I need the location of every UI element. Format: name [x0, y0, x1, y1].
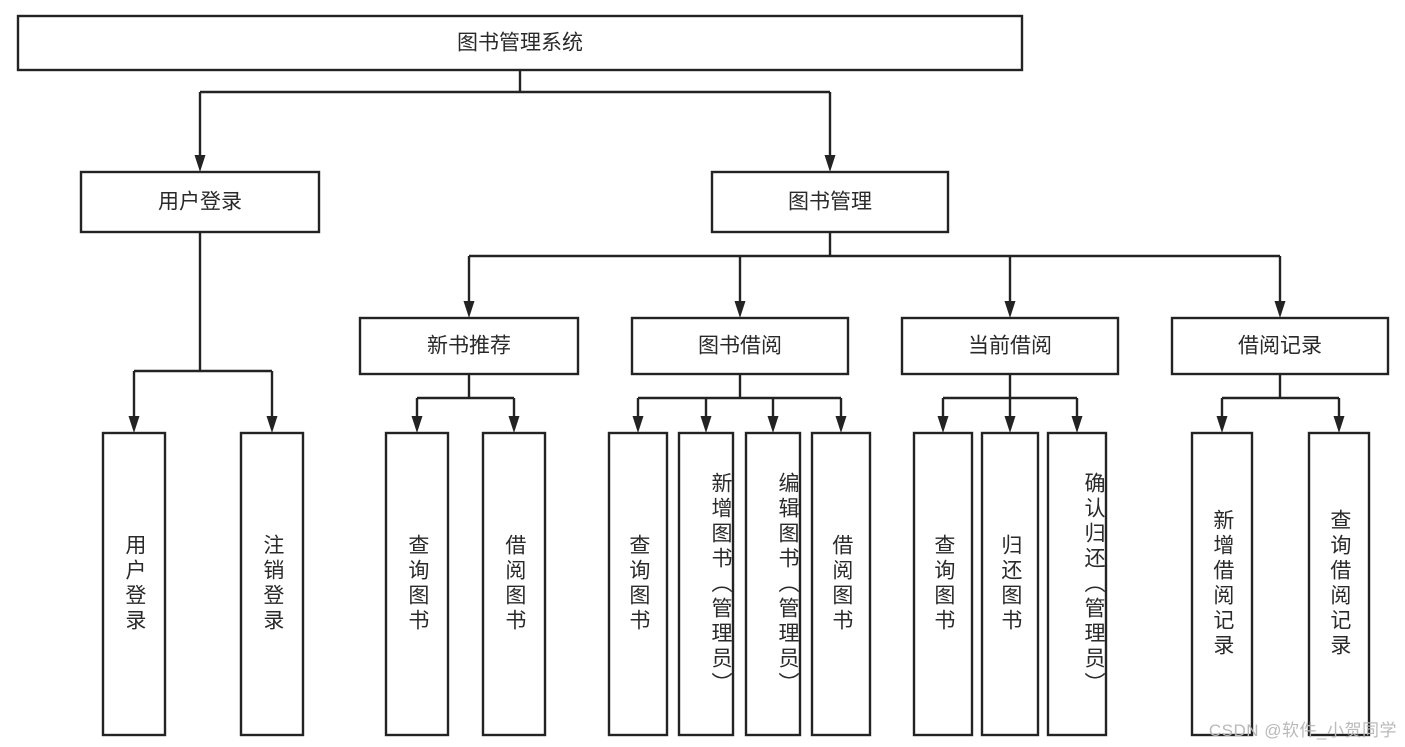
node-label-borrow-record: 借阅记录: [1238, 335, 1322, 358]
node-box-leaf-user-logout[interactable]: [239, 431, 305, 737]
arrow-head-icon: [194, 155, 206, 172]
arrow-head-icon: [266, 416, 278, 433]
node-box-leaf-query-book-2[interactable]: [607, 431, 669, 737]
arrow-head-icon: [767, 416, 779, 433]
node-box-borrow-record[interactable]: [1170, 316, 1390, 376]
node-box-current-borrow[interactable]: [900, 316, 1120, 376]
arrow-head-icon: [128, 416, 140, 433]
node-box-book-manage[interactable]: [710, 170, 950, 234]
node-label-current-borrow: 当前借阅: [968, 335, 1052, 358]
arrow-head-icon: [1004, 301, 1016, 318]
arrow-head-icon: [508, 416, 520, 433]
arrow-head-icon: [1333, 416, 1345, 433]
arrow-head-icon: [824, 155, 836, 172]
node-box-root[interactable]: [16, 14, 1024, 72]
node-box-leaf-borrow-book-2[interactable]: [810, 431, 872, 737]
node-box-leaf-user-login[interactable]: [101, 431, 167, 737]
watermark-text: CSDN @软件_小贺同学: [1208, 721, 1397, 740]
node-label-root: 图书管理系统: [457, 32, 583, 55]
arrow-head-icon: [411, 416, 423, 433]
edges-layer: [128, 70, 1345, 433]
node-label-user-login: 用户登录: [158, 191, 242, 214]
node-box-leaf-borrow-book-1[interactable]: [481, 431, 547, 737]
node-box-leaf-query-record[interactable]: [1307, 431, 1371, 737]
arrow-head-icon: [1071, 416, 1083, 433]
arrow-head-icon: [734, 301, 746, 318]
arrow-head-icon: [632, 416, 644, 433]
arrow-head-icon: [463, 301, 475, 318]
node-label-book-manage: 图书管理: [788, 191, 872, 214]
node-box-leaf-edit-book[interactable]: [744, 431, 802, 737]
node-box-leaf-confirm-return[interactable]: [1046, 431, 1108, 737]
arrow-head-icon: [835, 416, 847, 433]
node-label-new-book-rec: 新书推荐: [427, 335, 511, 358]
node-box-leaf-add-record[interactable]: [1190, 431, 1254, 737]
node-box-leaf-query-book-3[interactable]: [912, 431, 974, 737]
arrow-head-icon: [1004, 416, 1016, 433]
node-box-leaf-query-book-1[interactable]: [384, 431, 450, 737]
node-box-leaf-return-book[interactable]: [980, 431, 1040, 737]
node-box-leaf-add-book[interactable]: [677, 431, 735, 737]
node-box-user-login[interactable]: [79, 170, 321, 234]
arrow-head-icon: [1274, 301, 1286, 318]
node-box-book-borrow[interactable]: [630, 316, 850, 376]
arrow-head-icon: [1216, 416, 1228, 433]
node-box-new-book-rec[interactable]: [358, 316, 580, 376]
arrow-head-icon: [700, 416, 712, 433]
arrow-head-icon: [937, 416, 949, 433]
boxes-layer: [16, 14, 1390, 737]
node-label-book-borrow: 图书借阅: [698, 335, 782, 358]
